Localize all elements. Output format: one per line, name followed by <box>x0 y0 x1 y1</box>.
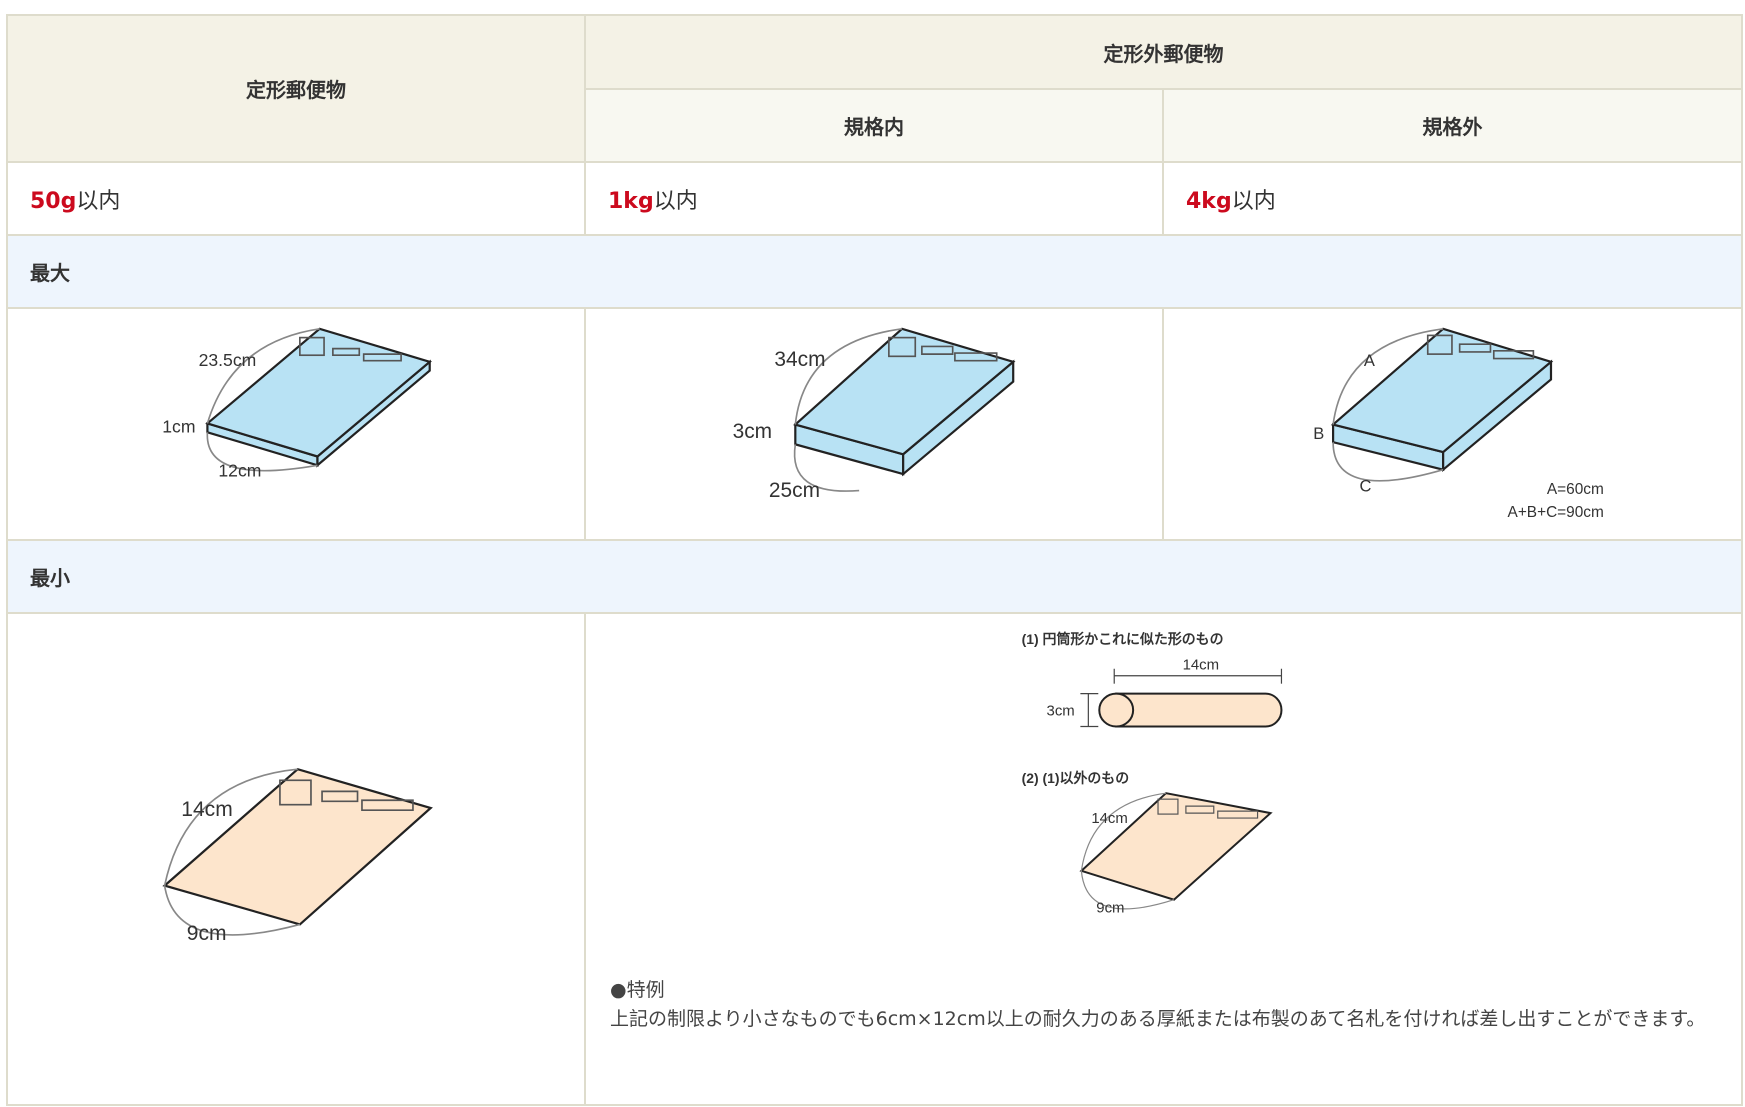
caption-cylinder: (1) 円筒形かこれに似た形のもの <box>1022 631 1224 647</box>
section-min: 最小 <box>6 539 1743 614</box>
max-outside-spec-cell: A B C A=60cm A+B+C=90cm <box>1162 307 1743 541</box>
cylinder-diameter-label: 3cm <box>1047 703 1075 720</box>
mail-size-table: 定形郵便物 定形外郵便物 規格内 規格外 50g以内 1kg以内 4kg以内 最… <box>6 14 1743 1106</box>
a-label: A <box>1364 352 1375 370</box>
weight-outside-spec: 4kg以内 <box>1162 161 1743 236</box>
max-within-spec-cell: 34cm 3cm 25cm <box>584 307 1164 541</box>
weight-value: 50g <box>30 188 77 214</box>
envelope-illustration: 14cm 9cm <box>162 767 433 945</box>
width-label: 12cm <box>218 460 261 480</box>
caption-other: (2) (1)以外のもの <box>1022 770 1130 786</box>
cylinder-illustration <box>1080 668 1283 728</box>
width-label: 9cm <box>1096 900 1124 917</box>
length-label: 34cm <box>774 348 825 371</box>
box-illustration: A B C A=60cm A+B+C=90cm <box>1313 327 1604 521</box>
weight-standard: 50g以内 <box>6 161 586 236</box>
length-label: 14cm <box>1091 810 1128 827</box>
b-label: B <box>1313 425 1324 443</box>
special-case-note: ●特例 上記の制限より小さなものでも6cm×12cm以上の耐久力のある厚紙または… <box>610 976 1711 1034</box>
box-illustration: 34cm 3cm 25cm <box>733 327 1016 502</box>
box-illustration: 23.5cm 1cm 12cm <box>162 327 432 480</box>
max-standard-cell: 23.5cm 1cm 12cm <box>6 307 586 541</box>
note-title: ●特例 <box>610 979 665 1001</box>
thickness-label: 1cm <box>162 416 195 436</box>
rule-abc: A+B+C=90cm <box>1508 504 1604 521</box>
weight-suffix: 以内 <box>76 188 121 214</box>
min-nonstandard-cell: (1) 円筒形かこれに似た形のもの 14cm 3cm (2) (1)以外のもの <box>584 612 1743 1106</box>
c-label: C <box>1360 478 1372 496</box>
weight-suffix: 以内 <box>1231 188 1276 214</box>
min-standard-cell: 14cm 9cm <box>6 612 586 1106</box>
weight-suffix: 以内 <box>653 188 698 214</box>
weight-value: 1kg <box>608 188 654 214</box>
length-label: 23.5cm <box>199 350 257 370</box>
header-standard-mail: 定形郵便物 <box>6 14 586 163</box>
weight-within-spec: 1kg以内 <box>584 161 1164 236</box>
note-body: 上記の制限より小さなものでも6cm×12cm以上の耐久力のある厚紙または布製のあ… <box>610 1008 1706 1030</box>
width-label: 9cm <box>187 922 227 945</box>
min-nonstandard-illustration: (1) 円筒形かこれに似た形のもの 14cm 3cm (2) (1)以外のもの <box>1022 631 1283 917</box>
header-nonstandard-mail: 定形外郵便物 <box>584 14 1743 90</box>
rule-a: A=60cm <box>1547 481 1604 498</box>
header-outside-spec: 規格外 <box>1162 88 1743 163</box>
weight-value: 4kg <box>1186 188 1232 214</box>
section-max: 最大 <box>6 234 1743 309</box>
thickness-label: 3cm <box>733 420 772 443</box>
length-label: 14cm <box>181 798 232 821</box>
cylinder-length-label: 14cm <box>1183 657 1220 674</box>
width-label: 25cm <box>769 479 820 502</box>
header-within-spec: 規格内 <box>584 88 1164 163</box>
